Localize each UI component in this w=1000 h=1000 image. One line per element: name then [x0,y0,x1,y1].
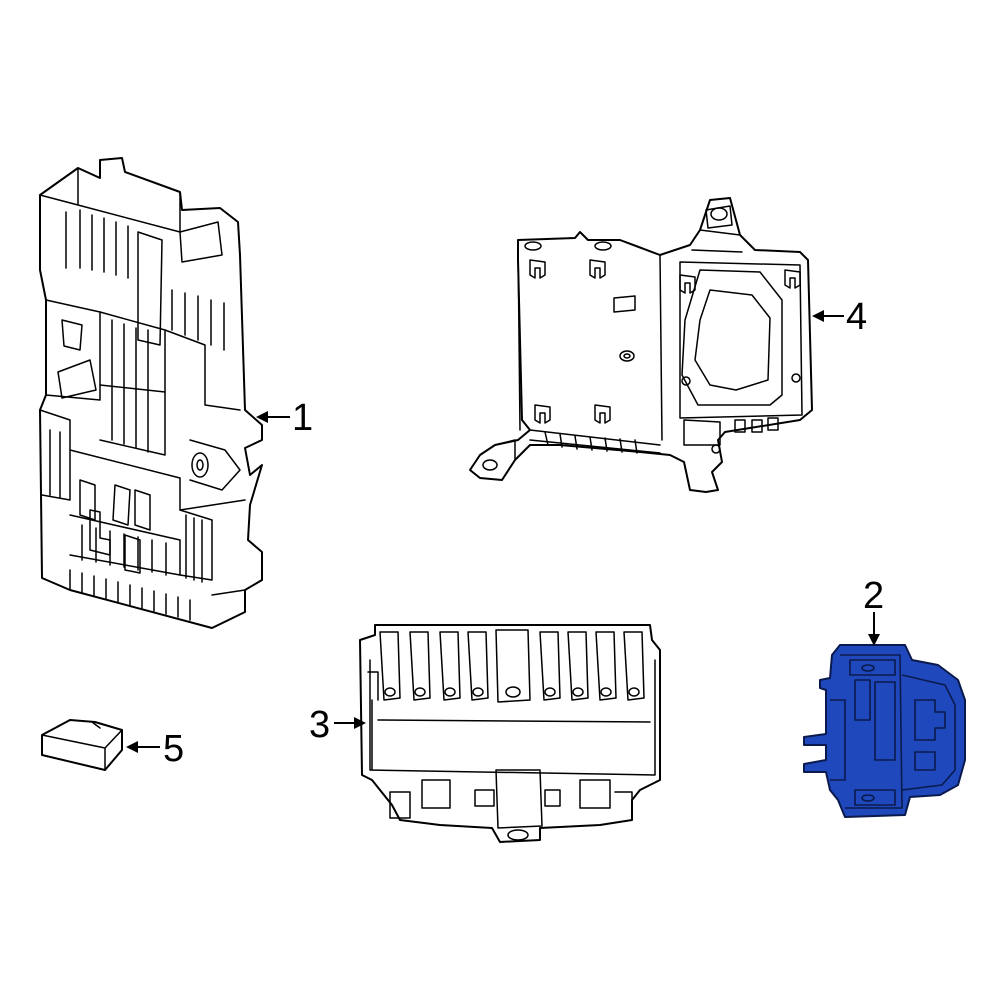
callout-1: 1 [256,397,313,439]
callout-label-4: 4 [846,296,867,338]
callout-3: 3 [309,704,366,746]
part-3-fuse-block[interactable] [359,624,661,843]
arrow-5 [126,741,138,753]
arrow-1 [256,411,268,423]
part-5-relay[interactable] [41,719,123,771]
arrow-2 [868,634,880,646]
part-4-mounting-bracket[interactable] [469,197,813,493]
callout-label-3: 3 [309,704,330,746]
arrow-4 [812,310,824,322]
callout-label-5: 5 [163,728,184,770]
callout-label-1: 1 [292,397,313,439]
callout-5: 5 [126,728,184,770]
callout-2: 2 [863,575,884,646]
part-1-junction-block[interactable] [39,157,263,629]
part-2-control-module[interactable] [803,644,966,818]
arrow-3 [354,717,366,729]
callout-4: 4 [812,296,867,338]
callout-label-2: 2 [863,575,884,617]
